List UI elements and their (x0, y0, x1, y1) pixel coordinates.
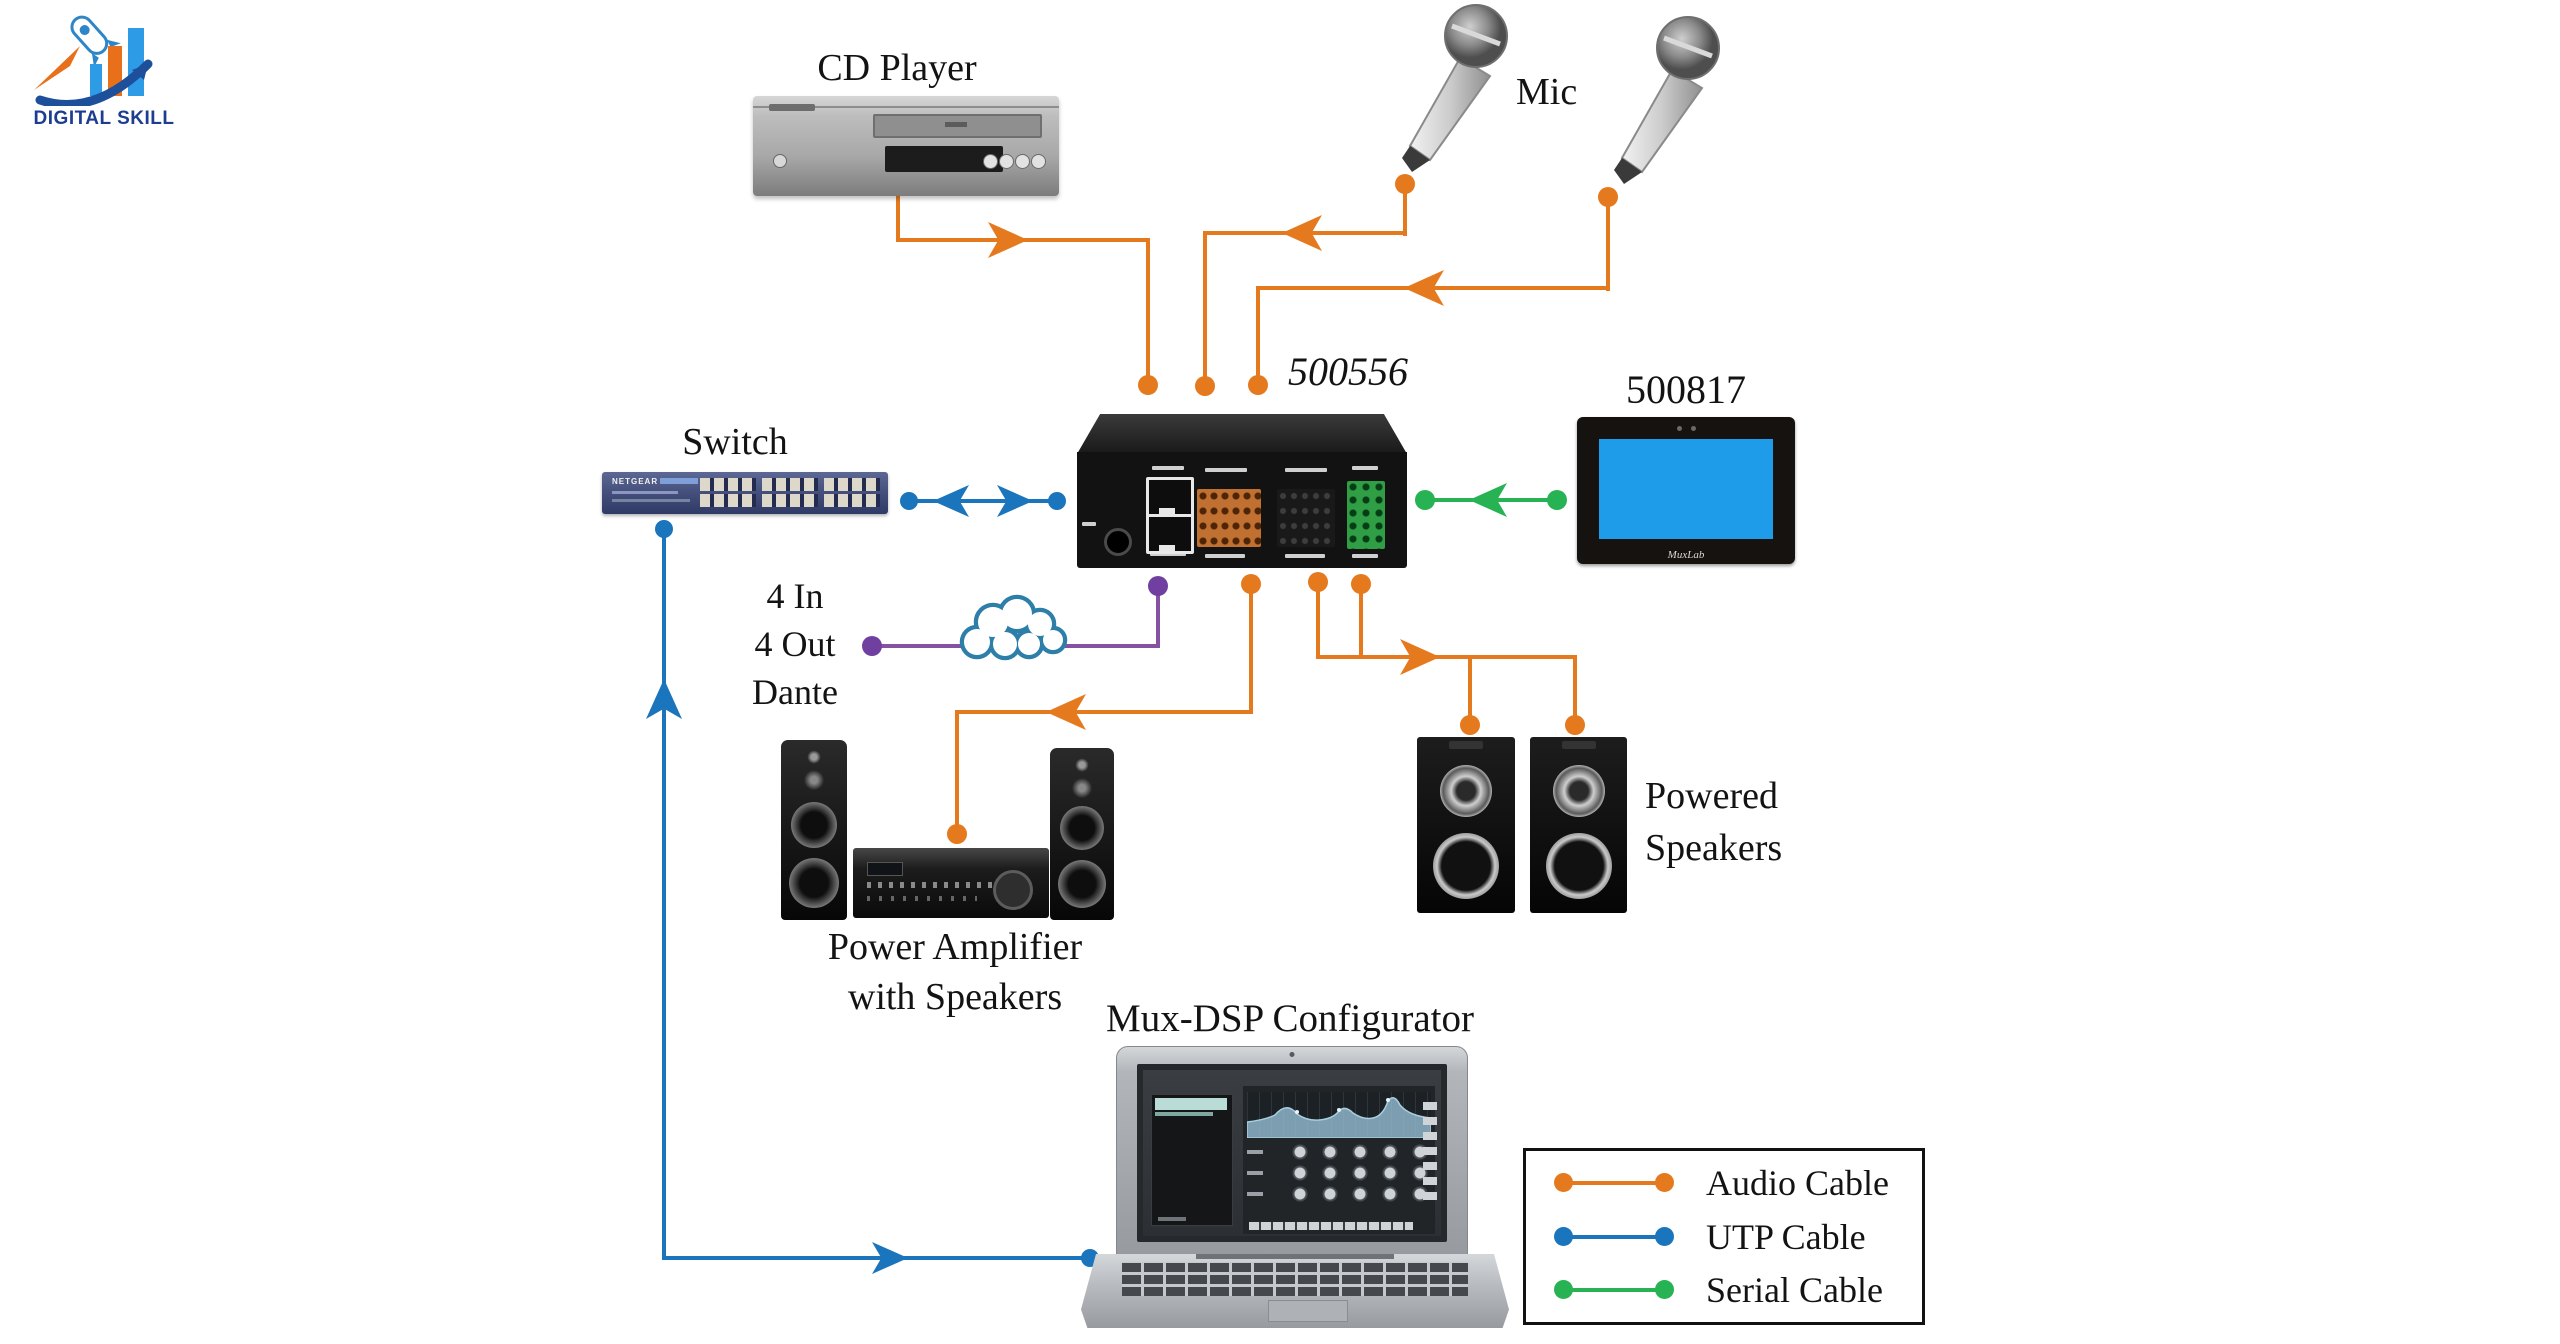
microphone-2-icon (1584, 12, 1734, 197)
cable-endpoint-dot (1195, 376, 1215, 396)
network-switch-device: NETGEAR (602, 472, 888, 514)
software-eq-panel (1243, 1086, 1435, 1234)
eq-graph (1247, 1092, 1431, 1138)
cd-player-device (753, 96, 1059, 196)
cable-endpoint-dot (1248, 375, 1268, 395)
cable-endpoint-dot (1460, 715, 1480, 735)
dsp-model-label: 500556 (1288, 349, 1408, 394)
ethernet-port (1146, 477, 1194, 517)
cd-player-label: CD Player (817, 47, 977, 89)
powered-speakers-label: Powered Speakers (1645, 775, 1783, 869)
power-jack (1104, 528, 1132, 556)
audio-output-terminal (1277, 489, 1335, 547)
cable-endpoint-dot (947, 824, 967, 844)
cd-tray (873, 114, 1042, 138)
software-sidebar (1151, 1094, 1233, 1226)
cable-endpoint-dot (1598, 187, 1618, 207)
legend-row-audio: Audio Cable (1526, 1162, 1922, 1204)
knob-grid (1285, 1142, 1431, 1204)
cable-endpoint-dot (1241, 574, 1261, 594)
serial-terminal (1347, 481, 1385, 549)
legend-row-utp: UTP Cable (1526, 1216, 1922, 1258)
cable-endpoint-dot (1547, 490, 1567, 510)
cable-endpoint-dot (900, 492, 918, 510)
port-group (762, 478, 818, 508)
port-group (700, 478, 756, 508)
laptop-touchpad (1268, 1300, 1348, 1322)
audio-input-terminal (1197, 489, 1261, 547)
powered-speaker (1417, 737, 1515, 913)
software-buttons-column (1423, 1102, 1437, 1206)
cable-endpoint-dot (1308, 572, 1328, 592)
powered-speaker (1530, 737, 1627, 913)
touch-panel-model-label: 500817 (1626, 367, 1746, 412)
dante-cloud-icon (947, 582, 1083, 670)
cable-endpoint-dot (1415, 490, 1435, 510)
dsp-software-window (1143, 1070, 1441, 1236)
laptop-keyboard (1122, 1262, 1468, 1296)
port-group (824, 478, 880, 508)
cd-brand-mark (769, 104, 815, 111)
legend: Audio Cable UTP Cable Serial Cable (1523, 1148, 1925, 1325)
digital-skill-logo: DIGITAL SKILL (24, 6, 184, 136)
mic-label: Mic (1516, 71, 1578, 113)
audio-cable-swatch-icon (1554, 1173, 1674, 1193)
cable-endpoint-dot (1565, 715, 1585, 735)
tower-speaker (781, 740, 847, 920)
ethernet-port (1146, 514, 1194, 554)
cd-power-button (773, 154, 787, 168)
cable-endpoint-dot (1351, 574, 1371, 594)
cable-endpoint-dot (1395, 174, 1415, 194)
laptop-base (1081, 1254, 1509, 1328)
microphone-1-icon (1372, 0, 1522, 185)
muxlab-brand-text: MuxLab (1667, 549, 1705, 561)
cable-endpoint-dot (1048, 492, 1066, 510)
cable-endpoint-dot (862, 636, 882, 656)
legend-label: Serial Cable (1706, 1269, 1883, 1310)
touch-panel-screen (1599, 439, 1773, 539)
dante-label: 4 In 4 Out Dante (752, 576, 838, 712)
tower-speaker (1050, 748, 1114, 920)
cable-endpoint-dot (655, 520, 673, 538)
laptop-screen (1116, 1046, 1468, 1256)
configurator-label: Mux-DSP Configurator (1106, 997, 1474, 1040)
switch-label: Switch (682, 421, 788, 463)
cable-endpoint-dot (1138, 375, 1158, 395)
volume-knob (993, 870, 1033, 910)
legend-label: Audio Cable (1706, 1163, 1889, 1204)
touch-panel-500817-device: MuxLab (1577, 417, 1795, 564)
power-amplifier-device (853, 848, 1049, 918)
serial-cable-swatch-icon (1554, 1279, 1674, 1299)
utp-cable-swatch-icon (1554, 1226, 1674, 1246)
cable-endpoint-dot (1148, 576, 1168, 596)
power-amp-label: Power Amplifier with Speakers (827, 926, 1083, 1018)
legend-label: UTP Cable (1706, 1216, 1866, 1257)
webcam-icon (1289, 1052, 1295, 1057)
switch-brand-text: NETGEAR (612, 477, 659, 486)
legend-row-serial: Serial Cable (1526, 1269, 1922, 1311)
logo-graphic-icon (34, 15, 153, 109)
logo-text: DIGITAL SKILL (33, 108, 175, 129)
